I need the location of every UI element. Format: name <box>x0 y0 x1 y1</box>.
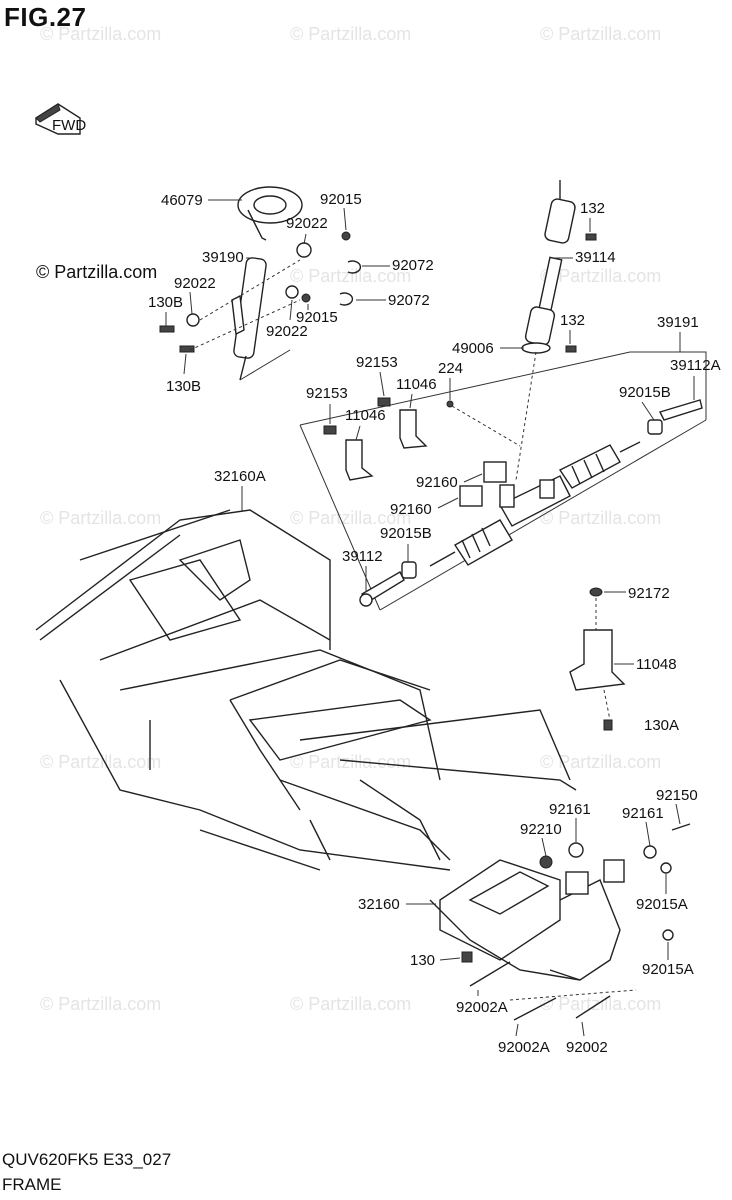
steering-rack-drawing <box>299 351 707 611</box>
part-label: 92072 <box>388 292 430 309</box>
bracket-11048-drawing <box>569 587 626 731</box>
figure-title: FIG.27 <box>4 2 87 32</box>
part-label: 92072 <box>392 257 434 274</box>
part-label: 130B <box>166 378 201 395</box>
watermark: © Partzilla.com <box>290 752 412 772</box>
part-label: 92153 <box>306 385 348 402</box>
part-label: 92002A <box>498 1039 550 1056</box>
watermark: © Partzilla.com <box>290 24 412 44</box>
part-label: 32160A <box>214 468 266 485</box>
part-label: 92022 <box>286 215 328 232</box>
part-label: 32160 <box>358 896 400 913</box>
part-label: 92210 <box>520 821 562 838</box>
watermark: © Partzilla.com <box>540 24 662 44</box>
watermark: © Partzilla.com <box>40 994 162 1014</box>
part-label: 92015B <box>380 525 432 542</box>
part-label: 92015A <box>636 896 688 913</box>
part-label: 92015B <box>619 384 671 401</box>
fwd-arrow-icon: FWD <box>35 103 86 135</box>
part-label: 92015 <box>320 191 362 208</box>
part-label: 92015A <box>642 961 694 978</box>
part-label: 92161 <box>549 801 591 818</box>
part-label: 130 <box>410 952 435 969</box>
watermark: © Partzilla.com <box>40 508 162 528</box>
watermark: © Partzilla.com <box>540 994 662 1014</box>
copyright-notice: © Partzilla.com <box>36 262 158 282</box>
intermediate-shaft-drawing <box>515 180 597 481</box>
part-label: 92161 <box>622 805 664 822</box>
part-callouts: 46079 92015 92022 39190 92072 92022 130B… <box>148 191 721 1056</box>
part-label: 132 <box>560 312 585 329</box>
part-label: 39112A <box>670 357 721 374</box>
part-label: 92160 <box>390 501 432 518</box>
part-label: 130B <box>148 294 183 311</box>
part-label: 92022 <box>174 275 216 292</box>
part-label: 92150 <box>656 787 698 804</box>
watermark: © Partzilla.com <box>540 508 662 528</box>
part-label: 92002 <box>566 1039 608 1056</box>
svg-text:FWD: FWD <box>52 117 86 134</box>
part-label: 11046 <box>396 376 437 393</box>
part-label: 39191 <box>657 314 699 331</box>
watermark: © Partzilla.com <box>290 508 412 528</box>
diagram-name: FRAME <box>2 1175 62 1194</box>
watermark: © Partzilla.com <box>40 24 162 44</box>
part-label: 92015 <box>296 309 338 326</box>
part-label: 11048 <box>636 656 677 673</box>
part-label: 92002A <box>456 999 508 1016</box>
part-label: 11046 <box>345 407 386 424</box>
part-label: 130A <box>644 717 679 734</box>
part-label: 132 <box>580 200 605 217</box>
part-label: 39190 <box>202 249 244 266</box>
watermark: © Partzilla.com <box>540 266 662 286</box>
watermark: © Partzilla.com <box>540 752 662 772</box>
part-label: 92172 <box>628 585 670 602</box>
part-label: 39114 <box>575 249 616 266</box>
steering-column-drawing <box>159 186 362 381</box>
part-label: 46079 <box>161 192 203 209</box>
part-label: 224 <box>438 360 463 377</box>
part-label: 49006 <box>452 340 494 357</box>
watermark: © Partzilla.com <box>290 266 412 286</box>
watermark: © Partzilla.com <box>290 994 412 1014</box>
part-label: 92022 <box>266 323 308 340</box>
part-label: 92153 <box>356 354 398 371</box>
bracket-32160-drawing <box>429 823 691 1021</box>
part-label: 39112 <box>342 548 383 565</box>
part-label: 92160 <box>416 474 458 491</box>
diagram-code: QUV620FK5 E33_027 <box>2 1150 172 1169</box>
main-frame-drawing <box>35 509 577 871</box>
watermark: © Partzilla.com <box>40 752 162 772</box>
